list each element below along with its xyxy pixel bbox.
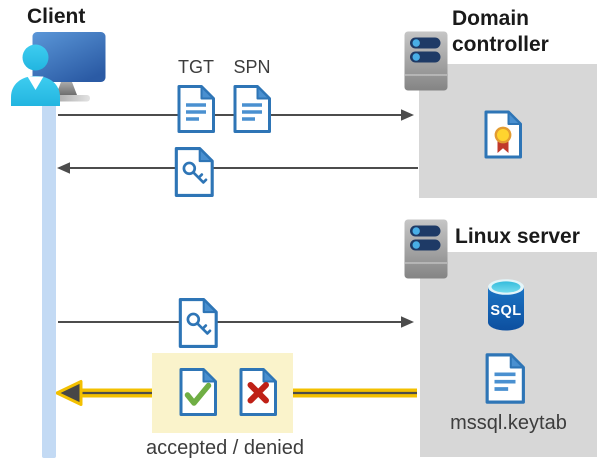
spn-label: SPN xyxy=(233,57,271,77)
arrow-client-to-linux-server xyxy=(58,316,414,328)
spn-document-icon xyxy=(233,85,271,133)
tgt-label: TGT xyxy=(178,57,214,77)
ticket-key-document-icon-2 xyxy=(178,298,218,348)
denied-document-icon xyxy=(239,368,277,416)
client-lifeline xyxy=(42,102,56,458)
accepted-denied-label: accepted / denied xyxy=(146,437,304,459)
arrow-client-to-domain-controller xyxy=(58,109,414,121)
keytab-label: mssql.keytab xyxy=(450,412,567,434)
domain-controller-label: Domain controller xyxy=(452,7,549,56)
ticket-key-document-icon-1 xyxy=(174,147,214,197)
tgt-document-icon xyxy=(177,85,215,133)
server-icon-domain-controller xyxy=(404,31,448,91)
server-icon-linux xyxy=(404,219,448,279)
client-user-computer-icon xyxy=(11,32,106,106)
sql-badge-text: SQL xyxy=(490,303,521,319)
client-label: Client xyxy=(27,5,86,28)
accepted-document-icon xyxy=(179,368,217,416)
linux-server-label: Linux server xyxy=(455,225,580,248)
certificate-document-icon xyxy=(484,110,522,159)
sql-database-icon: SQL xyxy=(488,279,524,331)
arrow-domain-controller-to-client xyxy=(57,162,418,174)
keytab-document-icon xyxy=(485,353,525,404)
